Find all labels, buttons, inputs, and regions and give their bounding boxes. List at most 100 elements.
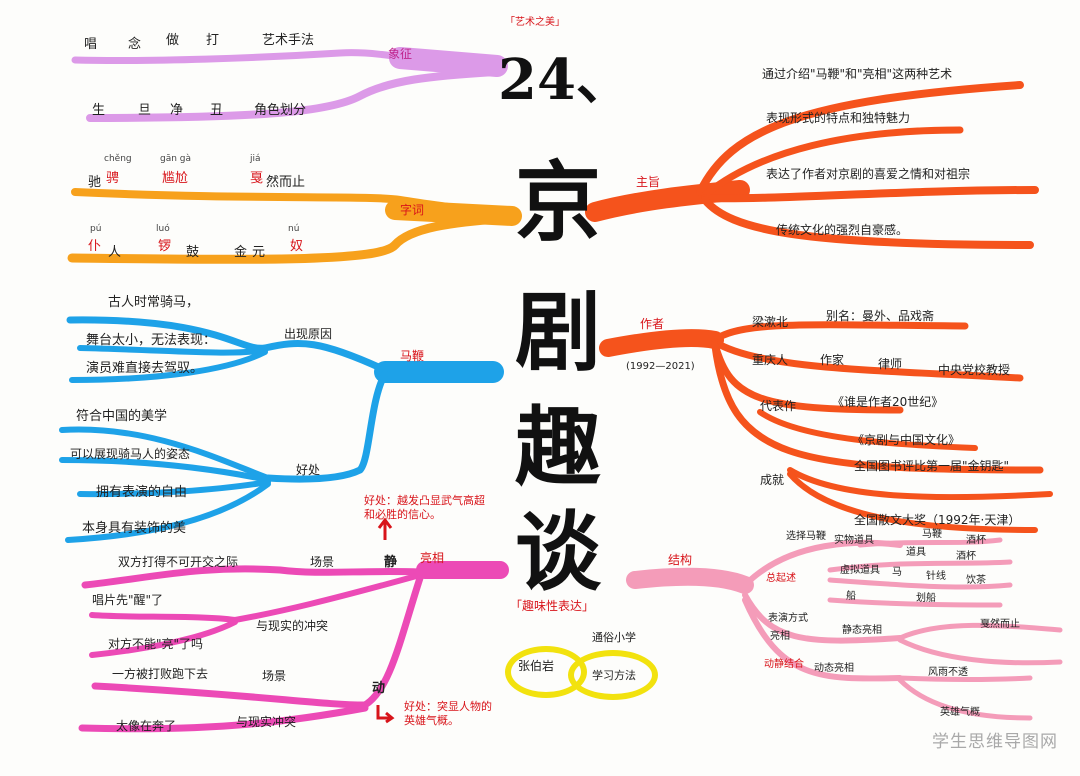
orange-item: 然而止 xyxy=(266,175,306,190)
orange-item: 尴尬 xyxy=(162,171,189,186)
jiegou-item: 饮茶 xyxy=(966,575,986,586)
jiegou-item: 虚拟道具 xyxy=(840,565,880,576)
jiegou-item: 静态亮相 xyxy=(842,625,882,636)
jiegou-item: 风雨不透 xyxy=(928,667,968,678)
jiegou-item: 马鞭 xyxy=(922,529,942,540)
purple-item: 旦 xyxy=(138,103,152,118)
jiegou-item: 实物道具 xyxy=(834,535,874,546)
zuozhe-item: 成就 xyxy=(760,473,785,487)
zuozhe-item: 《京剧与中国文化》 xyxy=(852,433,961,447)
jiegou-item: 动态亮相 xyxy=(814,663,854,674)
jiegou-item: 酒杯 xyxy=(966,535,986,546)
purple-item: 丑 xyxy=(210,103,224,118)
branch-jiegou xyxy=(626,537,1063,721)
zuozhe-years: (1992—2021) xyxy=(626,361,695,372)
reading-item: 学习方法 xyxy=(592,669,636,682)
branch-zhuzhi xyxy=(585,81,1039,249)
purple-item: 念 xyxy=(128,37,142,52)
dynamic-item: 太像在奔了 xyxy=(116,719,177,733)
orange-item: 奴 xyxy=(290,239,304,254)
title-char-3: 趣 xyxy=(515,397,601,498)
reason-item: 舞台太小，无法表现： xyxy=(86,333,217,348)
purple-item: 做 xyxy=(166,33,180,48)
static-item: 双方打得不可开交之际 xyxy=(118,555,239,569)
dynamic-item: 一方被打败跑下去 xyxy=(112,667,209,681)
title-char-2: 剧 xyxy=(515,282,601,383)
jiegou-item: 船 xyxy=(846,591,856,602)
liangxiang-label: 亮相 xyxy=(420,551,445,565)
zuozhe-item: 律师 xyxy=(878,357,903,371)
orange-item: 仆 xyxy=(88,239,102,254)
arrow-right-icon xyxy=(376,705,395,724)
zuozhe-item: 作家 xyxy=(820,353,845,367)
static-item: 与现实的冲突 xyxy=(256,619,329,633)
arrow-up-icon xyxy=(377,517,393,540)
top-note: 「艺术之美」 xyxy=(505,17,565,28)
orange-item: 骋 xyxy=(106,171,120,186)
zhuzhi-line: 表现形式的特点和独特魅力 xyxy=(766,111,911,125)
branch-mabian xyxy=(59,316,504,543)
title-char-4: 谈 xyxy=(515,502,601,603)
pinyin: pú xyxy=(90,224,102,234)
zhuzhi-line: 表达了作者对京剧的喜爱之情和对祖宗 xyxy=(766,167,971,181)
title-number: 24、 xyxy=(498,47,632,113)
purple-item: 打 xyxy=(206,33,220,48)
pinyin: gān gà xyxy=(160,154,192,164)
dynamic-item: 与现实冲突 xyxy=(236,715,297,729)
pinyin: nú xyxy=(288,224,300,234)
pinyin: jiá xyxy=(250,154,261,164)
jiegou-item: 表演方式 xyxy=(768,613,808,624)
orange-item: 锣 xyxy=(158,239,172,254)
static-label: 静 xyxy=(384,555,398,570)
jiegou-label: 结构 xyxy=(668,553,693,567)
reason-label: 出现原因 xyxy=(284,327,333,341)
xiangzheng-label: 象征 xyxy=(388,47,413,61)
benefit-item: 本身具有装饰的美 xyxy=(82,521,187,536)
zuozhe-item: 梁漱北 xyxy=(752,315,789,329)
branch-liangxiang xyxy=(78,561,509,733)
orange-item: 驰 xyxy=(88,175,102,190)
zhuzhi-label: 主旨 xyxy=(636,175,661,189)
purple-item: 生 xyxy=(92,103,106,118)
jiegou-sub-label: 动静结合 xyxy=(764,659,804,670)
jiegou-item: 划船 xyxy=(916,593,936,604)
zuozhe-item: 全国散文大奖（1992年·天津） xyxy=(854,513,1021,527)
orange-item: 元 xyxy=(252,245,266,260)
orange-item: 人 xyxy=(108,245,122,260)
zuozhe-label: 作者 xyxy=(640,317,665,331)
static-item: 唱片先"醒"了 xyxy=(92,593,164,607)
jiegou-item: 亮相 xyxy=(770,631,790,642)
jiegou-item: 马 xyxy=(892,567,902,578)
pinyin: chěng xyxy=(104,154,132,164)
jiegou-item: 酒杯 xyxy=(956,551,976,562)
purple-item: 角色划分 xyxy=(254,103,307,118)
zuozhe-item: 《谁是作者20世纪》 xyxy=(832,395,944,409)
orange-item: 戛 xyxy=(250,171,264,186)
benefit-item: 拥有表演的自由 xyxy=(96,485,188,500)
jiegou-item: 道具 xyxy=(906,547,926,558)
branch-zuozhe xyxy=(599,321,1053,533)
purple-item: 净 xyxy=(170,103,184,118)
zuozhe-item: 代表作 xyxy=(760,399,797,413)
zuozhe-item: 重庆人 xyxy=(752,353,789,367)
benefit-item: 符合中国的美学 xyxy=(76,409,168,424)
jiegou-item: 英雄气概 xyxy=(940,707,980,718)
jiegou-sub-label: 总起述 xyxy=(766,573,796,584)
jiegou-item: 选择马鞭 xyxy=(786,531,826,542)
benefit-dynamic: 好处：突显人物的英雄气概。 xyxy=(404,700,492,728)
branch-ziti xyxy=(67,188,522,264)
zhuzhi-line: 传统文化的强烈自豪感。 xyxy=(776,223,909,237)
dynamic-label: 动 xyxy=(372,681,386,696)
branch-xiangzheng xyxy=(71,47,508,122)
purple-item: 唱 xyxy=(84,37,98,52)
title-char-1: 京 xyxy=(515,152,601,253)
zuozhe-item: 全国图书评比第一届"金钥匙" xyxy=(854,459,1010,473)
reason-item: 演员难直接去驾驭。 xyxy=(86,361,204,376)
benefit-item: 可以展现骑马人的姿态 xyxy=(70,447,191,461)
reading-item: 通俗小学 xyxy=(592,631,636,644)
zhuzhi-line: 通过介绍"马鞭"和"亮相"这两种艺术 xyxy=(762,67,953,81)
benefit-static: 好处：越发凸显武气高超和必胜的信心。 xyxy=(364,494,485,522)
reason-item: 古人时常骑马， xyxy=(108,295,200,310)
bottom-note: 「趣味性表达」 xyxy=(510,599,595,613)
